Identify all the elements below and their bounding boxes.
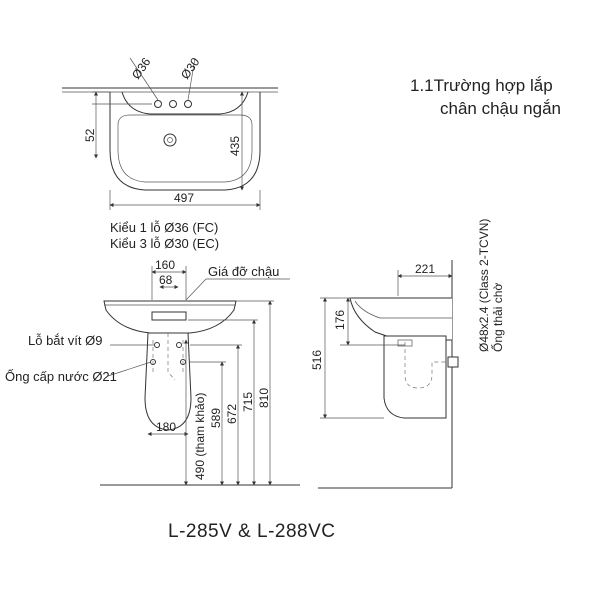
label-drain-spec: Ø48x2.4 (Class 2-TCVN) (477, 219, 491, 352)
screw-hole-right (176, 342, 182, 348)
trap-pipe (404, 342, 452, 389)
basin-bowl (117, 114, 253, 183)
trap-nut (397, 339, 413, 347)
drain-hole-inner (167, 137, 173, 143)
label-dim-589: 589 (209, 408, 223, 428)
label-drain: Ống thải chờ (490, 283, 505, 352)
label-dim-52: 52 (83, 128, 97, 142)
front-view: 160 68 Giá đỡ chậu Lỗ bắt vít Ø9 Ống cấp… (5, 258, 300, 486)
faucet-hole-center (169, 100, 177, 108)
label-dim-68: 68 (159, 273, 173, 287)
label-dim-160: 160 (155, 258, 175, 272)
label-bracket: Giá đỡ chậu (208, 264, 279, 279)
top-view: Ø36 Ø30 52 435 497 Kiểu 1 lỗ Ø36 (FC) Ki… (62, 55, 278, 251)
label-screw-hole: Lỗ bắt vít Ø9 (28, 333, 102, 348)
drain-hole (163, 133, 177, 147)
leader-water-pipe (107, 361, 152, 377)
label-dim-516: 516 (310, 350, 324, 370)
label-type-3: Kiểu 3 lỗ Ø30 (EC) (110, 236, 219, 251)
leader-30 (187, 57, 196, 101)
basin-bracket (151, 311, 187, 321)
heading-line-1: 1.1Trường hợp lắp (410, 76, 553, 95)
heading-line-2: chân chậu ngắn (440, 99, 561, 118)
label-dim-490: 490 (tham khảo) (193, 393, 207, 480)
label-dim-435: 435 (228, 136, 242, 156)
leader-36 (129, 57, 159, 101)
label-dim-180: 180 (156, 420, 176, 434)
model-name: L-285V & L-288VC (168, 521, 336, 542)
leader-bracket (185, 278, 207, 301)
label-dim-672: 672 (225, 404, 239, 424)
pedestal-side (383, 335, 447, 419)
label-dim-497: 497 (174, 191, 194, 205)
label-type-1: Kiểu 1 lỗ Ø36 (FC) (110, 220, 218, 235)
label-dim-810: 810 (257, 388, 271, 408)
drain-outlet (447, 356, 459, 368)
basin-side (349, 297, 452, 341)
label-dim-221: 221 (415, 262, 435, 276)
drain-pipe-front (167, 333, 176, 381)
pedestal (144, 332, 192, 431)
label-dim-hole-30: Ø30 (178, 55, 203, 82)
label-dim-715: 715 (241, 392, 255, 412)
basin-side-inner (354, 300, 452, 319)
basin-top-outline (109, 92, 261, 191)
faucet-hole-36 (154, 100, 162, 108)
side-view: 221 176 516 Ø48x2.4 (Class 2-TCVN) Ống t… (310, 219, 505, 489)
label-dim-176: 176 (333, 310, 347, 330)
label-dim-hole-36: Ø36 (129, 55, 154, 82)
faucet-hole-30 (184, 100, 192, 108)
label-water-pipe: Ống cấp nước Ø21 (5, 369, 117, 384)
